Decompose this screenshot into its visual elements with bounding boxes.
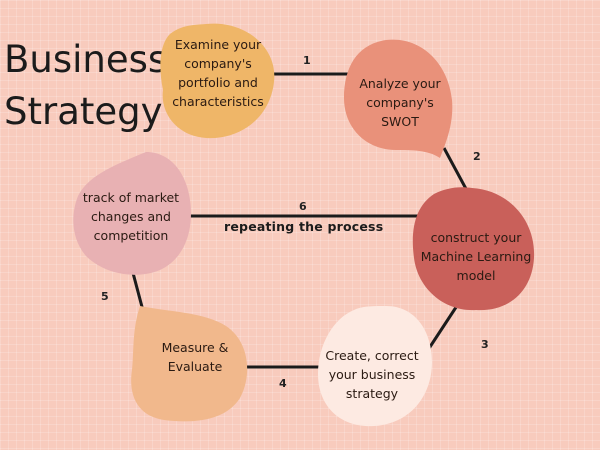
repeat-label: repeating the process [224,219,384,234]
step-5-label: Measure & Evaluate [150,336,240,378]
title-line-1: Business [4,38,168,81]
edge-number-6: 6 [299,200,307,213]
step-2-label: Analyze your company's SWOT [352,72,448,132]
step-6-shape [73,152,191,275]
step-3-shape [412,187,535,311]
step-6-text: track of market changes and competition [82,189,180,243]
step-1-shape [160,23,275,139]
edge-number-3: 3 [481,338,489,351]
edge-number-5: 5 [101,290,109,303]
title-line-2: Strategy [4,90,163,133]
step-4-label: Create, correct your business strategy [312,344,432,404]
step-3-label: construct your Machine Learning model [416,226,536,286]
step-2-text: Analyze your company's SWOT [359,75,441,129]
step-3-text: construct your Machine Learning model [420,229,532,283]
step-6-label: track of market changes and competition [70,186,192,246]
diagram-title: Business Strategy [4,34,167,138]
step-5-text: Measure & Evaluate [161,340,229,374]
step-5-shape [131,306,248,422]
step-4-shape [318,306,432,427]
step-1-text: Examine your company's portfolio and cha… [172,37,264,109]
edge-number-1: 1 [303,54,311,67]
step-2-shape [344,39,453,159]
step-1-label: Examine your company's portfolio and cha… [163,34,273,112]
step-4-text: Create, correct your business strategy [325,347,419,401]
edge-number-2: 2 [473,150,481,163]
edge-number-4: 4 [279,377,287,390]
